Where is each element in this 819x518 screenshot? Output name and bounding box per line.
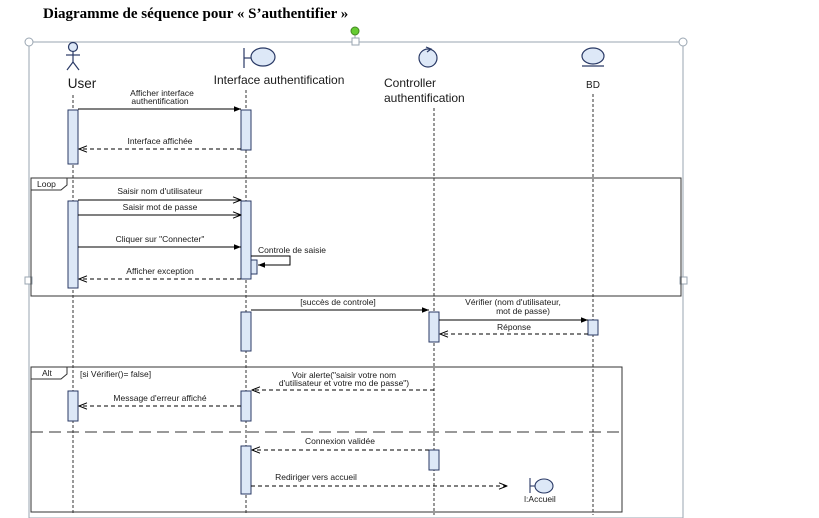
resize-handle[interactable] [351,37,360,46]
lifeline-label: Controller [384,76,436,90]
svg-text:Controle de saisie: Controle de saisie [258,245,326,255]
activation-bar[interactable] [240,200,252,280]
message-rediriger-accueil[interactable]: Rediriger vers accueil [251,472,507,486]
message-voir-alerte[interactable]: Voir alerte("saisir votre nom d'utilisat… [252,370,434,390]
resize-handle[interactable] [24,37,34,47]
lifeline-label: Interface authentification [214,73,345,87]
svg-text:mot de passe): mot de passe) [496,306,550,316]
message-afficher-interface[interactable]: Afficher interface authentification [78,88,241,112]
message-afficher-exception[interactable]: Afficher exception [79,266,241,279]
svg-text:authentification: authentification [131,96,188,106]
lifeline-controller[interactable]: Controller authentification [384,46,465,515]
activation-bar[interactable] [250,259,258,275]
activation-bar[interactable] [240,445,252,495]
control-icon [418,46,438,68]
svg-text:Réponse: Réponse [497,322,531,332]
svg-text:Afficher interface: Afficher interface [130,88,194,98]
message-verifier[interactable]: Vérifier (nom d'utilisateur, mot de pass… [439,297,588,323]
lifeline-label: BD [586,80,600,91]
svg-text:Saisir nom d'utilisateur: Saisir nom d'utilisateur [117,186,202,196]
activation-bar[interactable] [240,311,252,352]
message-saisir-mot-de-passe[interactable]: Saisir mot de passe [78,202,241,215]
boundary-icon [243,47,276,68]
activation-bar[interactable] [587,319,599,336]
message-saisir-nom[interactable]: Saisir nom d'utilisateur [78,186,241,200]
svg-text:Afficher exception: Afficher exception [126,266,194,276]
actor-icon [66,41,80,71]
boundary-icon [529,478,554,494]
loop-fragment[interactable]: Loop [30,177,682,297]
message-cliquer-connecter[interactable]: Cliquer sur "Connecter" [78,234,241,250]
svg-text:Voir alerte("saisir votre nom: Voir alerte("saisir votre nom [292,370,396,380]
lifeline-label: User [68,76,97,91]
message-succes-controle[interactable]: [succès de controle] [251,297,429,313]
svg-text:Cliquer sur "Connecter": Cliquer sur "Connecter" [116,234,205,244]
alt-fragment[interactable]: Alt [si Vérifier()= false] [30,366,623,513]
resize-handle[interactable] [679,276,688,285]
svg-text:l:Accueil: l:Accueil [524,494,556,504]
activation-bar[interactable] [67,109,79,165]
resize-handle[interactable] [678,37,688,47]
svg-text:Message d'erreur affiché: Message d'erreur affiché [113,393,206,403]
activation-bar[interactable] [240,390,252,422]
svg-text:Interface affichée: Interface affichée [127,136,192,146]
lifeline-user[interactable]: User [66,41,97,516]
svg-text:Vérifier (nom d'utilisateur,: Vérifier (nom d'utilisateur, [465,297,561,307]
svg-text:d'utilisateur et votre mo de p: d'utilisateur et votre mo de passe") [279,378,409,388]
entity-icon [581,47,605,67]
svg-text:Saisir mot de passe: Saisir mot de passe [123,202,198,212]
resize-handle[interactable] [24,276,33,285]
message-reponse[interactable]: Réponse [440,322,588,334]
message-interface-affichee[interactable]: Interface affichée [79,136,241,149]
svg-text:Rediriger vers accueil: Rediriger vers accueil [275,472,357,482]
rotate-handle[interactable] [350,26,360,36]
diagram-title: Diagramme de séquence pour « S’authentif… [43,6,349,22]
lifeline-label: authentification [384,91,465,105]
activations [67,109,599,495]
activation-bar[interactable] [240,109,252,151]
message-controle-saisie[interactable]: Controle de saisie [251,245,326,268]
svg-text:[succès de controle]: [succès de controle] [300,297,376,307]
activation-bar[interactable] [67,200,79,289]
lifeline-interface[interactable]: Interface authentification [214,47,345,515]
activation-bar[interactable] [67,390,79,422]
object-accueil[interactable]: l:Accueil [524,478,556,504]
fragment-label: Alt [42,368,53,378]
fragment-label: Loop [37,179,56,189]
lifeline-bd[interactable]: BD [581,47,605,515]
message-connexion-validee[interactable]: Connexion validée [252,436,429,450]
message-erreur-affiche[interactable]: Message d'erreur affiché [79,393,241,406]
selection-frame[interactable] [24,26,688,518]
activation-bar[interactable] [428,449,440,471]
alt-guard: [si Vérifier()= false] [80,369,151,379]
svg-text:Connexion validée: Connexion validée [305,436,375,446]
activation-bar[interactable] [428,311,440,343]
